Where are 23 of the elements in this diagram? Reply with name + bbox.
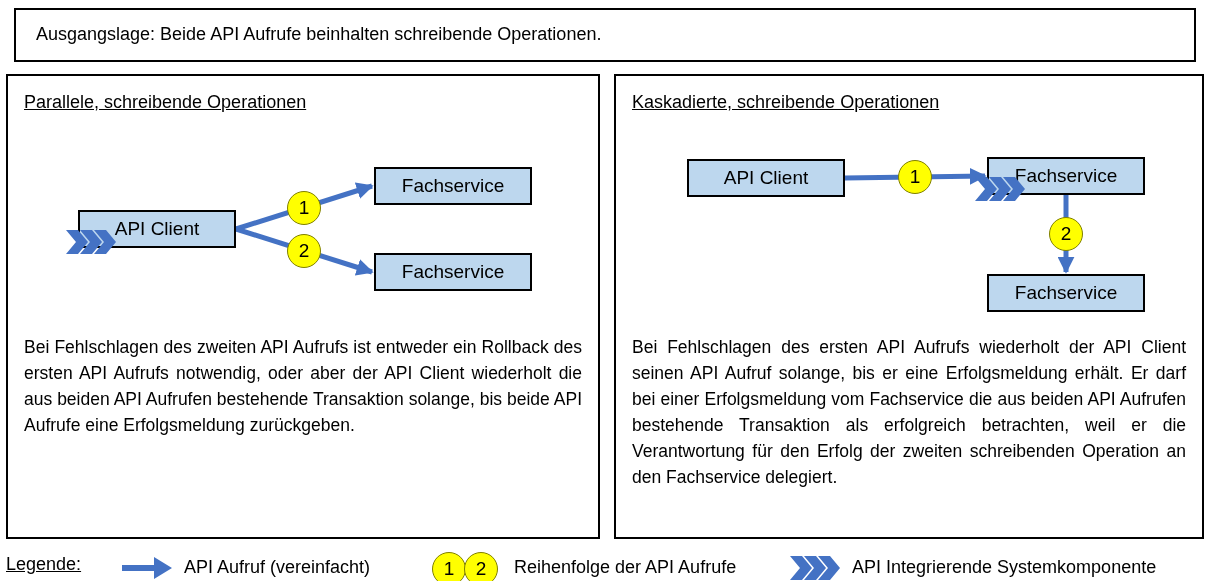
component-box: Fachservice xyxy=(374,253,532,291)
order-number: 2 xyxy=(464,552,498,581)
edge-label: 1 xyxy=(898,160,932,194)
scenario-panel xyxy=(614,74,1204,539)
description-text: Bei Fehlschlagen des zweiten API Aufrufs ist entweder ein Rollback des ersten API Aufrufs notwendig, oder aber der API Client wiederholt die aus beiden API Aufrufen bestehende Transaktion solange, bis beide API Aufrufe eine Erfolgsmeldung zurückgeben. xyxy=(24,336,582,437)
scenario-panel xyxy=(6,74,600,539)
edge-label: 2 xyxy=(1049,216,1083,251)
panel-heading: Kaskadierte, schreibende Operationen xyxy=(632,92,940,113)
edge-label: 1 xyxy=(287,190,321,225)
legend-text: Reihenfolge der API Aufrufe xyxy=(514,557,737,578)
component-box: API Client xyxy=(687,159,845,197)
legend-text: API Integrierende Systemkomponente xyxy=(852,557,1157,578)
component-box: Fachservice xyxy=(987,157,1145,195)
panel-heading: Parallele, schreibende Operationen xyxy=(24,92,307,113)
legend-text: API Aufruf (vereinfacht) xyxy=(184,557,371,578)
component-box: Fachservice xyxy=(987,274,1145,312)
legend-heading: Legende: xyxy=(6,554,82,575)
description-text: Bei Fehlschlagen des ersten API Aufrufs wiederholt der API Client seinen API Aufruf solange, bis er eine Erfolgsmeldung erhält. Er darf bei einer Erfolgsmeldung vom Fachservice die aus beiden API Aufrufen bestehende Transaktion als erfolgreich betrachten, weil er die Verantwortung für den Erfolg der zweiten schreibenden Operation an den Fachservice delegiert. xyxy=(632,336,1186,489)
component-box: Fachservice xyxy=(374,167,532,205)
edge-label: 2 xyxy=(287,233,321,268)
component-box: API Client xyxy=(78,210,236,248)
situation-box: Ausgangslage: Beide API Aufrufe beinhalten schreibende Operationen. xyxy=(14,8,1196,62)
order-number: 1 xyxy=(432,552,466,581)
